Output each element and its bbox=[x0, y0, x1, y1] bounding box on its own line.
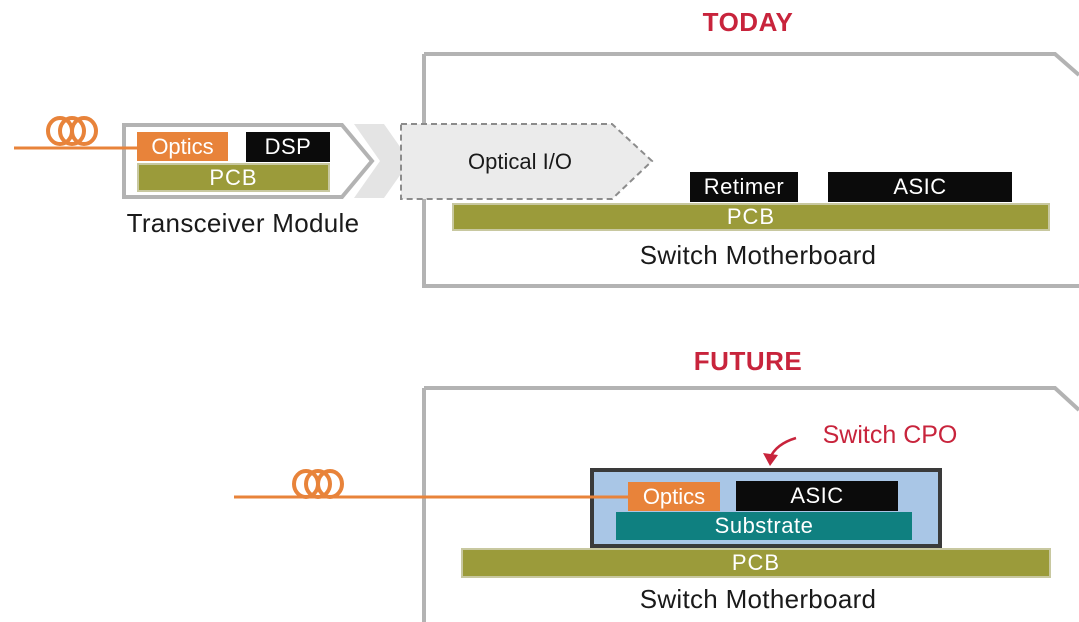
optical-io-cage bbox=[400, 123, 654, 200]
retimer-chip: Retimer bbox=[690, 172, 798, 202]
today-motherboard-pcb: PCB bbox=[452, 203, 1050, 231]
today-motherboard-caption: Switch Motherboard bbox=[639, 239, 877, 270]
future-fiber-coil-icon bbox=[292, 469, 344, 499]
cpo-asic-chip: ASIC bbox=[736, 481, 898, 511]
future-motherboard-caption: Switch Motherboard bbox=[639, 583, 877, 614]
dsp-chip: DSP bbox=[246, 132, 330, 162]
optical-io-label: Optical I/O bbox=[468, 149, 572, 174]
today-asic-chip: ASIC bbox=[828, 172, 1012, 202]
today-title: TODAY bbox=[702, 6, 794, 37]
connector-chevron bbox=[354, 124, 410, 198]
today-fiber-coil-icon bbox=[46, 116, 98, 146]
cpo-optics-chip: Optics bbox=[628, 482, 720, 511]
cpo-substrate: Substrate bbox=[616, 512, 912, 540]
cpo-arrowhead-icon bbox=[763, 453, 778, 466]
future-motherboard-frame bbox=[422, 386, 1079, 622]
future-title: FUTURE bbox=[693, 345, 803, 376]
transceiver-optics-chip: Optics bbox=[137, 132, 228, 161]
transceiver-module-caption: Transceiver Module bbox=[126, 207, 360, 238]
transceiver-pcb: PCB bbox=[137, 163, 330, 192]
switch-cpo-label: Switch CPO bbox=[822, 420, 958, 449]
future-motherboard-pcb: PCB bbox=[461, 548, 1051, 578]
